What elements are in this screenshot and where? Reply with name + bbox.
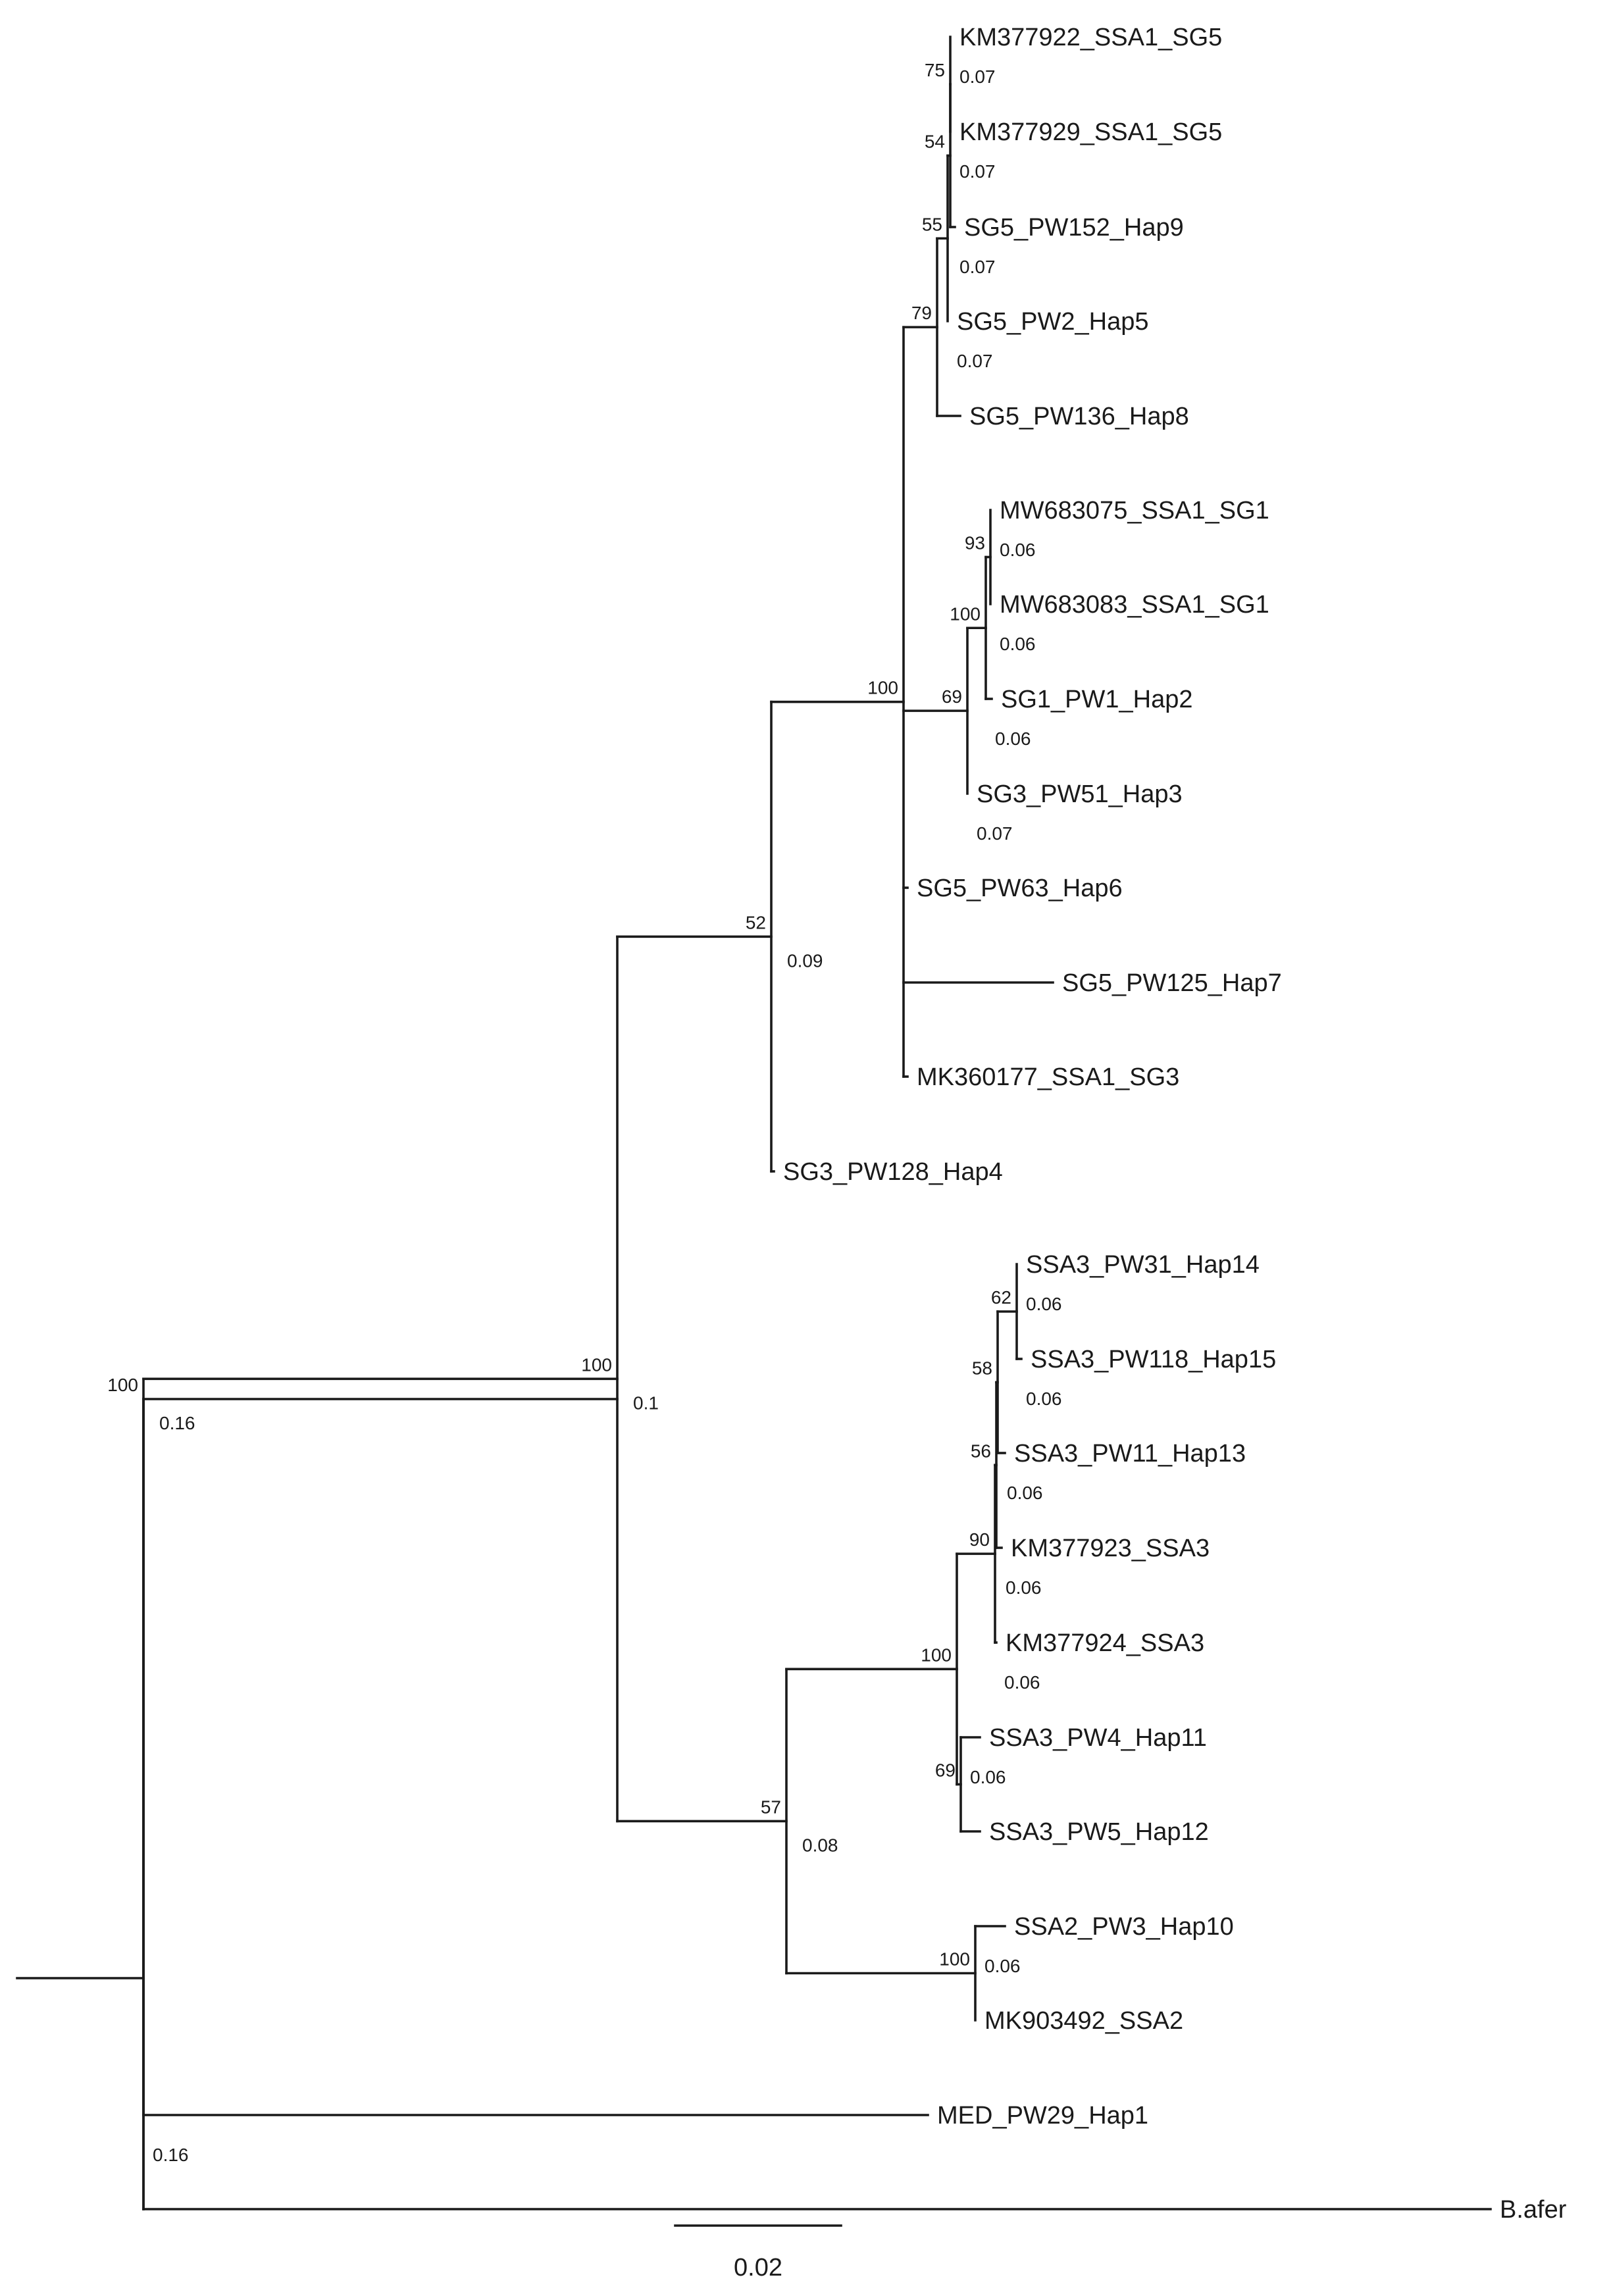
branch-length-label: 0.1 [633, 1392, 659, 1413]
branch-length-label: 0.16 [153, 2145, 189, 2165]
taxon-label: MW683075_SSA1_SG1 [1000, 497, 1269, 524]
taxon-label: B.afer [1500, 2196, 1567, 2224]
taxon-label: SG5_PW63_Hap6 [917, 875, 1123, 902]
taxon-label: SG1_PW1_Hap2 [1001, 686, 1193, 713]
taxon-label: MED_PW29_Hap1 [937, 2102, 1148, 2130]
taxon-label: SSA3_PW31_Hap14 [1026, 1251, 1260, 1279]
branch-length-label: 0.06 [970, 1767, 1006, 1787]
taxon-label: SSA3_PW4_Hap11 [989, 1724, 1207, 1752]
bootstrap-label: 75 [925, 60, 945, 80]
taxon-label: KM377929_SSA1_SG5 [959, 118, 1222, 146]
bootstrap-label: 100 [867, 678, 898, 698]
branch-length-label: 0.09 [787, 950, 823, 971]
taxon-label: SSA2_PW3_Hap10 [1014, 1913, 1234, 1941]
branch-length-label: 0.16 [159, 1413, 195, 1433]
bootstrap-label: 100 [939, 1949, 970, 1970]
branch-length-label: 0.06 [1006, 1577, 1042, 1598]
taxon-label: MW683083_SSA1_SG1 [1000, 591, 1269, 619]
bootstrap-label: 69 [942, 686, 962, 707]
branch-length-label: 0.07 [959, 66, 996, 87]
taxon-label: KM377924_SSA3 [1006, 1629, 1204, 1657]
taxon-label: KM377922_SSA1_SG5 [959, 24, 1222, 51]
branch-length-label: 0.08 [802, 1835, 838, 1855]
bootstrap-label: 58 [972, 1358, 992, 1379]
tree-labels: KM377922_SSA1_SG50.07KM377929_SSA1_SG50.… [107, 24, 1566, 2224]
bootstrap-label: 55 [922, 214, 942, 234]
branch-length-label: 0.07 [959, 161, 996, 182]
branch-length-label: 0.06 [984, 1956, 1021, 1976]
taxon-label: SSA3_PW11_Hap13 [1014, 1440, 1246, 1467]
taxon-label: SSA3_PW118_Hap15 [1031, 1346, 1276, 1373]
scale-bar-label: 0.02 [734, 2254, 782, 2282]
branch-length-label: 0.07 [957, 351, 993, 371]
taxon-label: SSA3_PW5_Hap12 [989, 1818, 1209, 1846]
bootstrap-label: 56 [971, 1441, 991, 1461]
taxon-label: MK903492_SSA2 [984, 2007, 1183, 2035]
taxon-label: SG5_PW152_Hap9 [964, 214, 1184, 242]
branch-length-label: 0.06 [1007, 1483, 1043, 1503]
taxon-label: SG3_PW128_Hap4 [783, 1158, 1003, 1186]
bootstrap-label: 57 [761, 1797, 781, 1817]
branch-length-label: 0.06 [1026, 1294, 1062, 1314]
bootstrap-label: 100 [950, 603, 981, 624]
taxon-label: SG3_PW51_Hap3 [977, 780, 1183, 808]
bootstrap-label: 52 [746, 912, 766, 932]
taxon-label: SG5_PW125_Hap7 [1062, 969, 1282, 997]
bootstrap-label: 69 [935, 1760, 956, 1781]
bootstrap-label: 54 [925, 132, 945, 152]
bootstrap-label: 100 [921, 1645, 952, 1665]
scale-bar: 0.02 [674, 2224, 842, 2282]
bootstrap-label: 100 [581, 1354, 612, 1375]
branch-length-label: 0.07 [977, 823, 1013, 844]
bootstrap-label: 62 [991, 1287, 1011, 1308]
taxon-label: KM377923_SSA3 [1011, 1535, 1210, 1562]
bootstrap-label: 100 [107, 1375, 138, 1395]
bootstrap-label: 90 [969, 1529, 990, 1550]
branch-length-label: 0.06 [1000, 634, 1036, 654]
taxon-label: MK360177_SSA1_SG3 [917, 1063, 1179, 1091]
tree-branches [16, 36, 1492, 2210]
branch-length-label: 0.06 [995, 728, 1031, 749]
branch-length-label: 0.06 [1004, 1672, 1040, 1693]
branch-length-label: 0.06 [1000, 540, 1036, 560]
bootstrap-label: 93 [965, 533, 985, 553]
taxon-label: SG5_PW136_Hap8 [969, 403, 1189, 430]
branch-length-label: 0.06 [1026, 1389, 1062, 1409]
bootstrap-label: 79 [911, 303, 932, 323]
branch-length-label: 0.07 [959, 257, 996, 277]
taxon-label: SG5_PW2_Hap5 [957, 308, 1149, 336]
